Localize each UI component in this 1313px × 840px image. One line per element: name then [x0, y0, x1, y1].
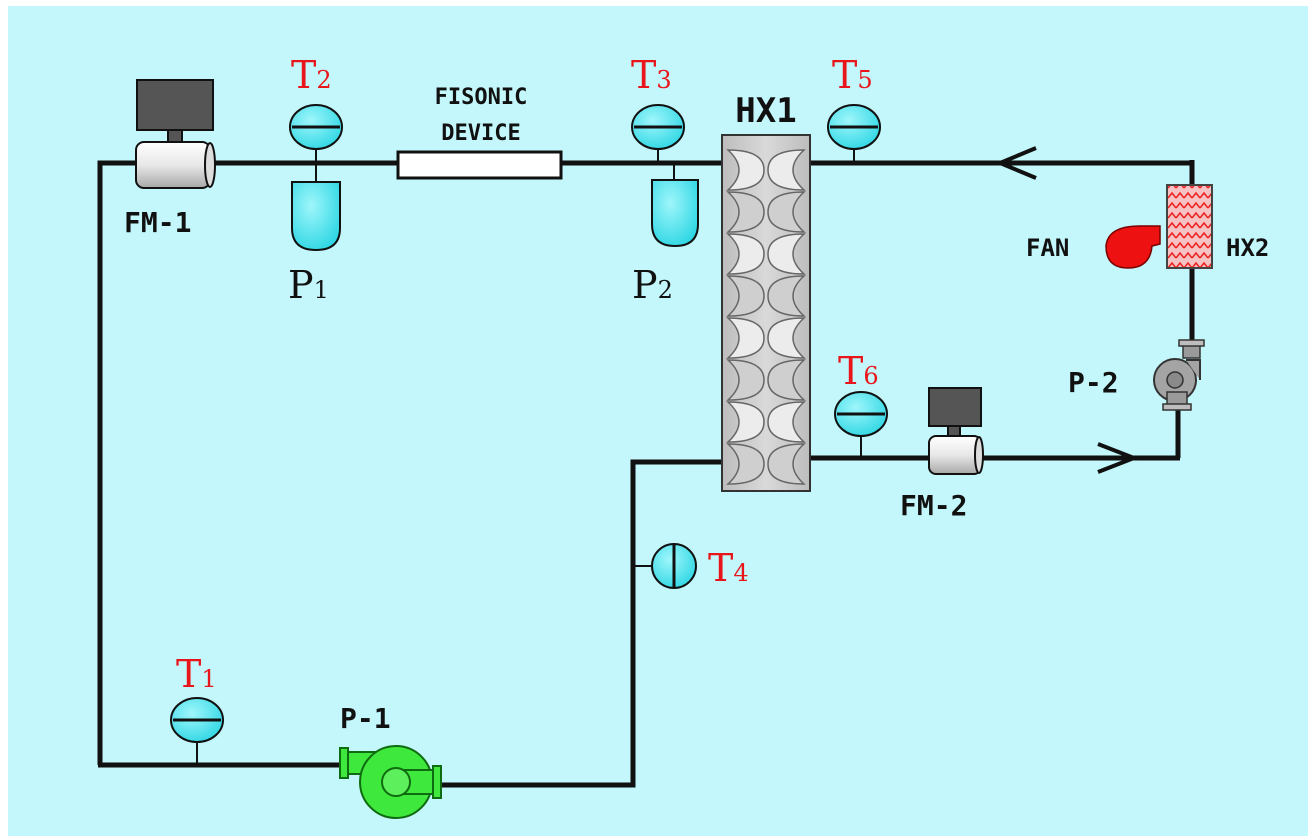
pressure-sensor-p2[interactable] [651, 164, 699, 248]
hx2-label: HX2 [1226, 234, 1269, 262]
p1-pump-label: P-1 [340, 702, 391, 735]
hx1-plate-left [726, 191, 765, 233]
pump-p1[interactable] [339, 745, 442, 819]
t1-label: T1 [176, 652, 217, 696]
pump-p2[interactable] [1153, 339, 1205, 411]
flowmeter-fm2[interactable] [928, 387, 984, 475]
hx1-plate-right [767, 401, 806, 443]
hx1-plate-right [767, 191, 806, 233]
temperature-sensor-t3[interactable] [631, 104, 685, 164]
p2-pump-label: P-2 [1068, 366, 1119, 399]
hx1-plate-left [726, 359, 765, 401]
fisonic-label-line1: FISONIC [435, 85, 528, 110]
hx1-plate-left [726, 401, 765, 443]
flow-arrow-bottom [1097, 442, 1140, 474]
flowmeter-fm1[interactable] [135, 79, 216, 189]
hx1-plate-right [767, 443, 806, 485]
hx1-plate-right [767, 359, 806, 401]
fm2-label: FM-2 [900, 489, 967, 522]
fm1-label: FM-1 [124, 206, 191, 239]
pressure-sensor-p1[interactable] [291, 164, 341, 252]
t2-label: T2 [291, 53, 332, 97]
t5-label: T5 [832, 53, 873, 97]
hx1-plate-left [726, 233, 765, 275]
temperature-sensor-t5[interactable] [827, 104, 881, 164]
temperature-sensor-t2[interactable] [289, 104, 343, 164]
fan-label: FAN [1026, 234, 1069, 262]
fan[interactable] [1105, 225, 1161, 269]
heat-exchanger-hx1[interactable] [721, 134, 811, 492]
temperature-sensor-t1[interactable] [170, 697, 224, 765]
hx1-plate-left [726, 317, 765, 359]
fisonic-label-line2: DEVICE [441, 121, 520, 146]
t4-label: T4 [708, 546, 749, 590]
heat-exchanger-hx2[interactable] [1166, 184, 1213, 269]
flow-arrow-top [994, 146, 1037, 180]
temperature-sensor-t4[interactable] [633, 543, 697, 589]
hx1-plate-left [726, 443, 765, 485]
hx1-label: HX1 [735, 91, 796, 131]
fisonic-device[interactable] [396, 150, 563, 180]
hx1-plate-right [767, 149, 806, 191]
t6-label: T6 [838, 349, 879, 393]
temperature-sensor-t6[interactable] [834, 391, 888, 458]
hx1-plate-right [767, 275, 806, 317]
p1-label: P1 [288, 263, 329, 307]
hx1-plate-right [767, 233, 806, 275]
hx1-plate-left [726, 275, 765, 317]
p2-label: P2 [632, 263, 673, 307]
t3-label: T3 [631, 53, 672, 97]
hx1-plate-right [767, 317, 806, 359]
hx1-plate-left [726, 149, 765, 191]
